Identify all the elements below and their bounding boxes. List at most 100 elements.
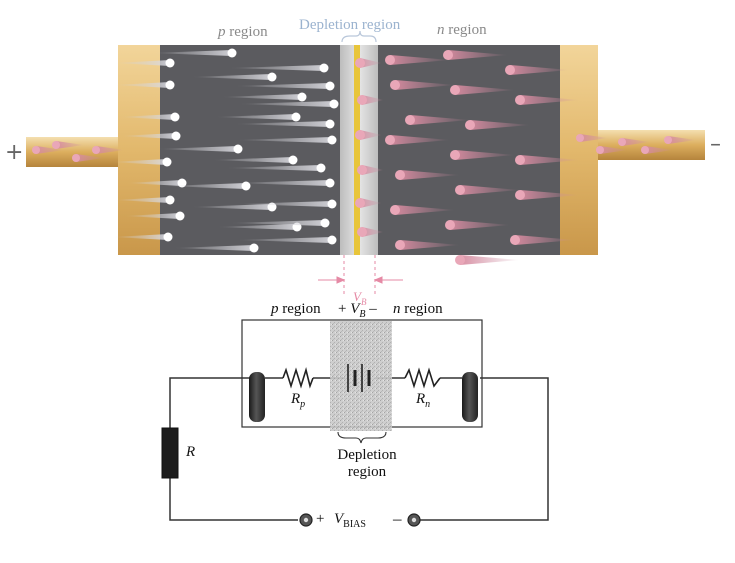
p-contact [249, 372, 265, 422]
depletion-line-1: Depletion [337, 447, 397, 463]
wire-electron [576, 134, 584, 142]
hole-trail [230, 220, 325, 226]
electron [385, 55, 395, 65]
n-contact [462, 372, 478, 422]
electron [395, 170, 405, 180]
electron-trail [390, 55, 450, 65]
vb-letter: V [353, 289, 361, 304]
top-p-region-label: p region [218, 25, 268, 40]
depletion-shading [330, 321, 392, 431]
hole [327, 135, 337, 145]
electron-trail [390, 135, 450, 145]
bias-minus-terminal [407, 513, 421, 527]
electron-carriers [355, 50, 580, 265]
vb-plus: + [338, 301, 347, 317]
hole [165, 80, 175, 90]
electron-trail [520, 95, 580, 105]
electron-trail [455, 85, 515, 95]
electron [505, 65, 515, 75]
top-barrier-label: VB [353, 289, 366, 307]
electron [443, 50, 453, 60]
electron [355, 198, 365, 208]
n-letter: n [393, 301, 401, 317]
circuit-vb-label: + VB – [338, 301, 377, 320]
circuit-n-region-label: n region [393, 302, 443, 317]
wire-electron [92, 146, 100, 154]
hole [165, 58, 175, 68]
hole [329, 99, 339, 109]
electron-trail [360, 58, 382, 68]
hole [297, 92, 307, 102]
hole-trail [226, 165, 321, 171]
wire-carriers [32, 134, 696, 162]
electron [455, 255, 465, 265]
hole [325, 119, 335, 129]
hole-trail [115, 82, 170, 88]
rn-subscript: n [425, 399, 431, 410]
left-end-cap [118, 45, 160, 255]
wire-electron-trail [668, 136, 696, 144]
electron-trail [520, 155, 580, 165]
hole [163, 232, 173, 242]
positive-terminal-label: + [5, 140, 24, 165]
rp-subscript: p [300, 399, 306, 410]
electron-trail [460, 255, 520, 265]
hole [171, 131, 181, 141]
hole [165, 195, 175, 205]
hole-trail [115, 60, 170, 66]
electron-trail [510, 65, 570, 75]
hole-trail [121, 133, 176, 139]
wire-electron-trail [96, 146, 124, 154]
hole [288, 155, 298, 165]
rn-resistor [404, 367, 441, 389]
electron [405, 115, 415, 125]
hole [177, 178, 187, 188]
vb-subscript: B [360, 297, 367, 307]
circuit-depletion-label: Depletion region [331, 447, 403, 482]
hole [325, 81, 335, 91]
hole-trail [192, 74, 272, 80]
wire-electron [32, 146, 40, 154]
electron-trail [455, 150, 515, 160]
depletion-center-stripe [354, 45, 360, 255]
hole-trail [237, 237, 332, 243]
wire-electron-trail [76, 154, 104, 162]
electron-trail [395, 80, 455, 90]
depletion-brace-bottom [337, 431, 387, 444]
wire-electron-trail [36, 146, 64, 154]
hole [162, 157, 172, 167]
depletion-line-2: region [347, 464, 387, 481]
wire-electron-trail [56, 141, 84, 149]
rn-letter: R [416, 391, 426, 407]
hole-trail [158, 146, 238, 152]
hole [241, 181, 251, 191]
p-region-text: region [229, 24, 268, 40]
hole [291, 112, 301, 122]
hole [170, 112, 180, 122]
electron [510, 235, 520, 245]
electron [357, 95, 367, 105]
external-resistor [161, 427, 179, 479]
wire-electron [618, 138, 626, 146]
hole [316, 163, 326, 173]
hole [327, 235, 337, 245]
depletion-brace [341, 30, 377, 43]
electron-trail [362, 95, 384, 105]
hole-trail [239, 101, 334, 107]
top-n-region-label: n region [437, 23, 487, 38]
hole-trail [213, 157, 293, 163]
electron-trail [520, 190, 580, 200]
vbias-letter: V [334, 511, 344, 527]
hole-trail [235, 121, 330, 127]
right-end-cap [560, 45, 598, 255]
electron [515, 95, 525, 105]
circuit-p-region-label: p region [271, 302, 321, 317]
electron-trail [360, 198, 382, 208]
hole-trail [216, 114, 296, 120]
wire-electron [664, 136, 672, 144]
p-letter: p [271, 301, 279, 317]
wire-electron-trail [645, 146, 673, 154]
rn-label: Rn [416, 391, 431, 410]
rp-label: Rp [291, 392, 306, 410]
